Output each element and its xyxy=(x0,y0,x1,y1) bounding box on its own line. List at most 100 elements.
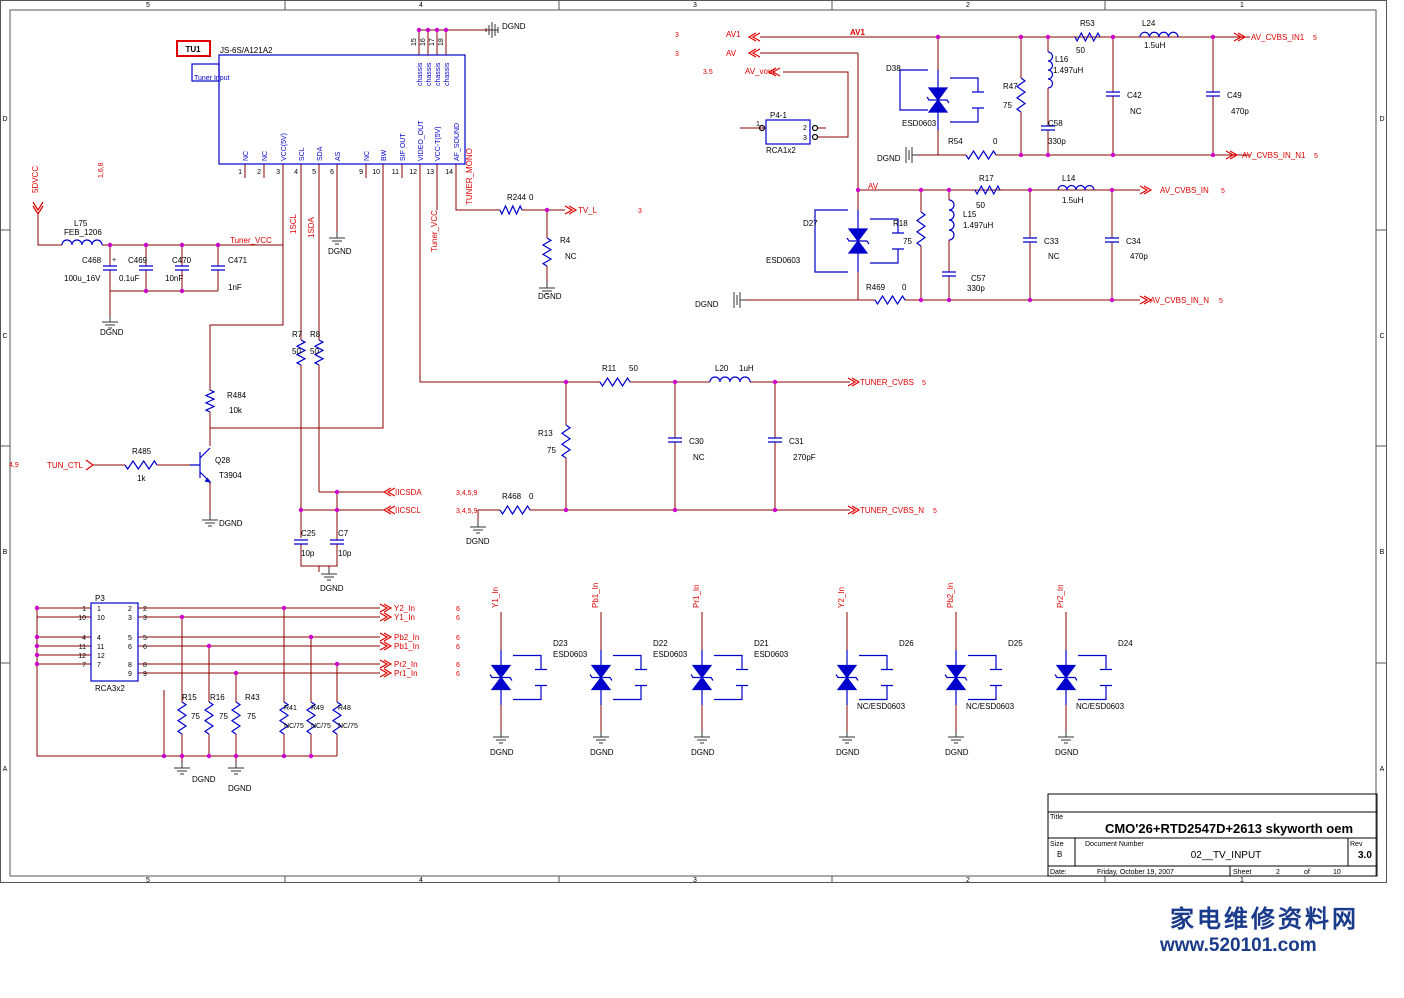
inductor-symbol xyxy=(709,376,751,383)
p3-pin-inner: 5 xyxy=(128,635,132,642)
title-block-grid xyxy=(1048,811,1377,876)
net-av1: AV1 xyxy=(726,30,741,39)
junction-dot xyxy=(206,643,212,649)
tuner-input-box xyxy=(191,63,220,82)
part-value: 50 xyxy=(976,201,985,210)
part-ref: R13 xyxy=(538,429,553,438)
tuner-pin-name: VCC-T(5V) xyxy=(435,126,442,161)
net-av: AV xyxy=(726,49,737,58)
wires xyxy=(36,29,1250,766)
part-ref: C7 xyxy=(338,529,349,538)
pin-number: 1 xyxy=(756,121,760,128)
net-dgnd: DGND xyxy=(219,519,243,528)
part-value: 50 xyxy=(310,347,319,356)
part-ref: P3 xyxy=(95,594,105,603)
part-value: RCA1x2 xyxy=(766,146,796,155)
part-value: 470p xyxy=(1130,252,1148,261)
esd-clamp xyxy=(613,654,647,701)
part-ref: R484 xyxy=(227,391,247,400)
net-5dvcc: 5DVCC xyxy=(31,166,40,193)
resistor-symbol xyxy=(204,389,216,413)
part-ref: L24 xyxy=(1142,19,1156,28)
junction-dot xyxy=(1045,34,1051,40)
net-dgnd: DGND xyxy=(691,748,715,757)
junction-dot xyxy=(918,187,924,193)
esd-clamp xyxy=(714,654,748,701)
components xyxy=(32,31,1247,735)
net-iicsda: IICSDA xyxy=(395,488,422,497)
net-tuner-mono: TUNER_MONO xyxy=(465,148,474,205)
offpage-connector-icon xyxy=(379,641,393,651)
part-value: 75 xyxy=(191,712,200,721)
junction-dot xyxy=(308,634,314,640)
wire xyxy=(209,178,284,390)
junction-dot xyxy=(935,34,941,40)
tuner-pin-number: 2 xyxy=(257,169,261,176)
capacitor-symbol xyxy=(1023,237,1037,243)
tuner-pin-name: AS xyxy=(335,151,342,161)
date-label: Date: xyxy=(1050,869,1067,876)
title-text: CMO'26+RTD2547D+2613 skyworth oem xyxy=(1105,821,1353,836)
part-ref: D23 xyxy=(553,639,568,648)
part-ref: R7 xyxy=(292,330,303,339)
wire xyxy=(37,214,62,246)
ground-icon xyxy=(491,22,499,38)
diode-bar xyxy=(489,674,513,681)
junction-dot xyxy=(179,614,185,620)
net-av-label: AV xyxy=(868,182,879,191)
offpage-connector-icon xyxy=(379,632,393,642)
sheet-ref: 6 xyxy=(456,662,460,669)
part-ref: Q28 xyxy=(215,456,231,465)
capacitor-symbol xyxy=(211,265,225,271)
date-value: Friday, October 19, 2007 xyxy=(1097,869,1174,876)
part-ref: R4 xyxy=(560,236,571,245)
part-ref: L15 xyxy=(963,210,977,219)
part-value: 1.497uH xyxy=(963,221,993,230)
resistor-symbol xyxy=(295,339,307,366)
part-value: ESD0603 xyxy=(902,119,937,128)
sheet-ref: 3 xyxy=(675,51,679,58)
part-value: 0 xyxy=(529,492,534,501)
junction-dot xyxy=(443,27,449,33)
diode-net-label: Pr1_In xyxy=(692,584,701,608)
junction-dot xyxy=(563,507,569,513)
border-col-label: 2 xyxy=(966,2,970,9)
offpage-connector-icon xyxy=(379,668,393,678)
net-dgnd: DGND xyxy=(877,154,901,163)
tuner-body xyxy=(218,54,466,165)
border-row-label: D xyxy=(2,116,7,123)
junction-dot xyxy=(179,288,185,294)
junction-dot xyxy=(215,242,221,248)
p3-pin-inner: 4 xyxy=(97,635,101,642)
resistor-symbol xyxy=(965,149,997,161)
diode-bar xyxy=(835,674,859,681)
junction-dot xyxy=(672,507,678,513)
part-ref: D26 xyxy=(899,639,914,648)
part-ref: R15 xyxy=(182,693,197,702)
junction-dot xyxy=(1210,34,1216,40)
part-value: 270pF xyxy=(793,453,816,462)
part-ref: R468 xyxy=(502,492,522,501)
part-value: NC xyxy=(1048,252,1060,261)
net-dgnd: DGND xyxy=(502,22,526,31)
part-ref: C469 xyxy=(128,256,148,265)
diode-net-label: Y2_In xyxy=(837,587,846,608)
tuner-pin-number: 13 xyxy=(426,169,434,176)
border-col-label: 5 xyxy=(146,877,150,884)
ground-icon xyxy=(539,282,555,295)
rev-value: 3.0 xyxy=(1358,850,1372,861)
net-pb1: Pb1_In xyxy=(394,642,419,651)
p4-1-connector xyxy=(765,119,811,145)
part-ref: R17 xyxy=(979,174,994,183)
offpage-connector-icon xyxy=(379,612,393,622)
ground-icon xyxy=(202,514,218,527)
junction-dot xyxy=(434,27,440,33)
border-row-label: C xyxy=(2,333,7,340)
sheet-ref: 5 xyxy=(922,380,926,387)
junction-dot xyxy=(298,507,304,513)
p3-pin-number: 9 xyxy=(143,671,147,678)
junction-dot xyxy=(281,605,287,611)
p3-pin-inner: 2 xyxy=(128,606,132,613)
